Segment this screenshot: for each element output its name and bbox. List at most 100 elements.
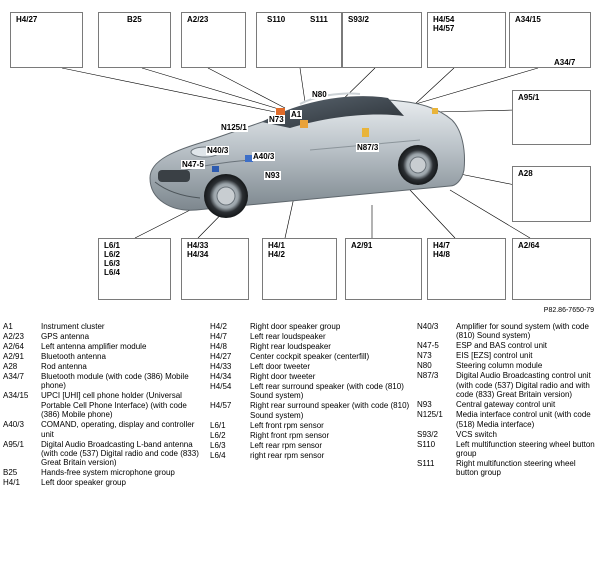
legend-entry: N47-5 ESP and BAS control unit (417, 341, 598, 350)
legend-code: A1 (3, 322, 13, 331)
legend-code: A2/91 (3, 352, 24, 361)
legend-description: Left multifunction steering wheel button… (456, 439, 595, 459)
component-location-diagram: H4/27 B25 A2/23 S110 S111 S93/2 H4/54 H4… (10, 12, 591, 300)
legend-code: L6/4 (210, 450, 226, 460)
callout-h4-27: H4/27 (10, 12, 83, 68)
car-label-a40-3: A40/3 (252, 152, 276, 161)
legend-code: S111 (417, 459, 435, 469)
legend-description: Right door speaker group (250, 322, 341, 331)
callout-a2-64: A2/64 (512, 238, 591, 300)
car-label-a1: A1 (290, 110, 303, 119)
car-label-n40-3: N40/3 (206, 146, 230, 155)
callout-label: L6/1 L6/2 L6/3 L6/4 (104, 241, 121, 277)
legend-description: Left door speaker group (41, 478, 126, 488)
legend-code: N87/3 (417, 371, 439, 381)
callout-a2-91: A2/91 (345, 238, 422, 300)
car-illustration (149, 92, 465, 218)
callout-h4-33-h4-34: H4/33 H4/34 (181, 238, 249, 300)
callout-label: A2/91 (351, 241, 373, 250)
callout-label: H4/33 H4/34 (187, 241, 209, 259)
legend-description: VCS switch (456, 429, 497, 439)
legend-code: B25 (3, 468, 18, 478)
car-label-n93: N93 (264, 171, 281, 180)
callout-label: S111 (310, 15, 328, 24)
legend-code: S93/2 (417, 429, 438, 439)
legend-description: Bluetooth module (with code (386) Mobile… (41, 372, 189, 391)
legend-description: ESP and BAS control unit (456, 341, 548, 351)
legend-code: H4/33 (210, 362, 232, 371)
legend-description: Steering column module (456, 361, 543, 371)
callout-label: A2/23 (187, 15, 209, 24)
callout-l6: L6/1 L6/2 L6/3 L6/4 (98, 238, 171, 300)
callout-h4-7-h4-8: H4/7 H4/8 (427, 238, 506, 300)
legend-code: H4/57 (210, 401, 232, 411)
legend-code: S110 (417, 439, 436, 449)
legend-code: A34/15 (3, 391, 29, 401)
legend-code: H4/7 (210, 332, 227, 341)
legend-description: EIS [EZS] control unit (456, 351, 533, 361)
legend-description: Central gateway control unit (456, 400, 556, 410)
legend-description: Left front rpm sensor (250, 420, 324, 430)
callout-label: A34/15 (515, 15, 541, 24)
legend-code: H4/27 (210, 352, 232, 361)
legend-entry: S110 Left multifunction steering wheel bu… (417, 440, 598, 459)
legend-entry: A1 Instrument cluster (3, 322, 201, 331)
legend-code: N93 (417, 400, 432, 410)
legend-entry: N73 EIS [EZS] control unit (417, 351, 598, 360)
legend-code: H4/2 (210, 322, 227, 331)
car-label-n125-1: N125/1 (220, 123, 248, 132)
legend-entry: L6/4 right rear rpm sensor (210, 451, 410, 460)
legend-code: H4/54 (210, 382, 232, 391)
legend-entry: A28 Rod antenna (3, 362, 201, 371)
legend-description: Right rear surround speaker (with code (… (250, 401, 410, 420)
callout-label: S110 (267, 15, 286, 24)
callout-label: S93/2 (348, 15, 369, 24)
callout-label: A95/1 (518, 93, 540, 102)
callout-a2-23: A2/23 (181, 12, 246, 68)
legend-description: Instrument cluster (41, 322, 105, 331)
legend-description: Bluetooth antenna (41, 352, 106, 361)
callout-h4-54-h4-57: H4/54 H4/57 (427, 12, 506, 68)
legend-description: GPS antenna (41, 332, 90, 341)
car-label-n73: N73 (268, 115, 285, 124)
legend-entry: A2/91 Bluetooth antenna (3, 352, 201, 361)
legend-code: A34/7 (3, 372, 24, 381)
callout-label: B25 (127, 15, 142, 24)
legend-description: Left rear rpm sensor (250, 440, 323, 450)
legend-code: N47-5 (417, 341, 439, 351)
callout-s110-s111: S110 S111 (256, 12, 342, 68)
callout-a34-15: A34/15 A34/7 (509, 12, 591, 68)
legend-description: Center cockpit speaker (centerfill) (250, 352, 370, 361)
legend-entry: H4/54 Left rear surround speaker (with co… (210, 382, 410, 401)
legend-code: A95/1 (3, 439, 24, 449)
callout-label: A28 (518, 169, 533, 178)
legend-description: right rear rpm sensor (250, 450, 325, 460)
legend-description: COMAND, operating, display and controlle… (41, 420, 195, 439)
callout-b25: B25 (98, 12, 171, 68)
legend-entry: H4/27 Center cockpit speaker (centerfill) (210, 352, 410, 361)
legend-code: L6/2 (210, 430, 226, 440)
legend-code: H4/34 (210, 372, 232, 381)
legend-code: A2/64 (3, 342, 24, 351)
legend-code: N40/3 (417, 322, 439, 331)
legend-code: A28 (3, 362, 18, 371)
legend-code: A2/23 (3, 332, 24, 341)
legend-code: N73 (417, 351, 432, 361)
callout-a28: A28 (512, 166, 591, 222)
legend-description: Left rear surround speaker (with code (8… (250, 382, 404, 401)
legend-description: Rod antenna (41, 362, 87, 371)
